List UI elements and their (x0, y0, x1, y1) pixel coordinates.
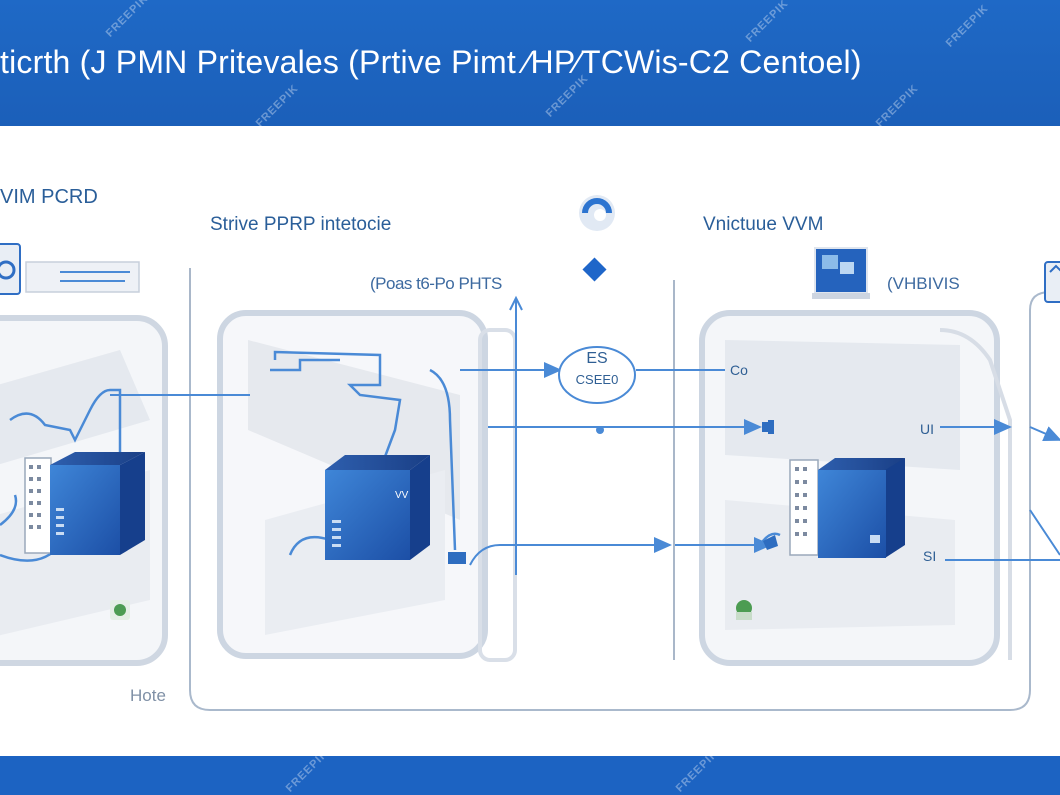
monitor-icon (812, 247, 870, 299)
bottom-label: Hote (130, 686, 166, 705)
leaf-badge-icon (110, 600, 130, 620)
server-icon (24, 452, 145, 555)
cable-line (9, 388, 122, 455)
cable-line (758, 532, 781, 546)
page-title: ticrth (J PMN Pritevales (Prtive Pimt ∕H… (0, 44, 862, 80)
hub-label-bottom: CSEE0 (575, 372, 619, 387)
panel-right-caption: (VHBIVIS (887, 274, 960, 293)
globe-icon (579, 195, 615, 231)
svg-text:VV: VV (395, 490, 409, 501)
port-label: UI (920, 421, 934, 437)
link-line (1029, 509, 1060, 556)
outer-loop-line (189, 268, 1060, 711)
port-label: SI (923, 548, 937, 564)
panel-right-title: Vnictuue VVM (703, 214, 824, 235)
hub-node (558, 346, 636, 404)
monitor-icon (1044, 261, 1060, 303)
plug-icon (762, 420, 778, 550)
link-line (1029, 426, 1060, 441)
link-line (469, 537, 672, 566)
cable-line (273, 350, 402, 521)
panel-middle-title: Strive PPRP intetocie (210, 214, 392, 235)
leaf-badge-icon (736, 600, 752, 620)
header-banner (0, 0, 1060, 126)
hub-label-top: ES (586, 350, 608, 367)
monitor-icon (0, 243, 140, 295)
diamond-icon (582, 257, 607, 282)
port-label: Co (730, 362, 748, 378)
panel-left-title: VIM PCRD (0, 186, 98, 208)
server-icon (789, 458, 905, 558)
footer-band (0, 756, 1060, 795)
panel-middle-caption: (Poas t6-Po PHTS (370, 274, 502, 293)
server-icon: VV (325, 455, 430, 560)
